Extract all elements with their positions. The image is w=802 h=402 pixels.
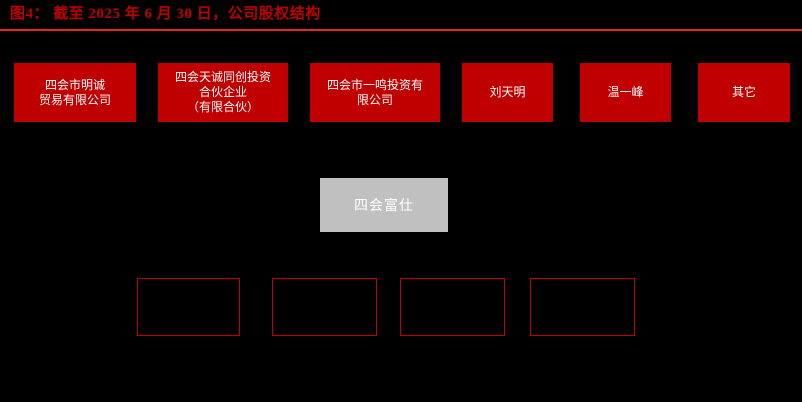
shareholder-node: 四会市明诚 贸易有限公司: [14, 63, 136, 122]
subsidiary-node: [530, 278, 635, 336]
connector-line: [324, 255, 384, 256]
node-label: 四会市明诚 贸易有限公司: [38, 77, 111, 107]
node-label: 四会富仕: [354, 197, 414, 213]
connector-line: [188, 255, 384, 256]
shareholder-node: 温一峰: [580, 63, 671, 122]
connector-line: [384, 150, 744, 151]
connector-line: [743, 122, 745, 150]
subsidiary-node: [137, 278, 240, 336]
connector-line: [188, 255, 189, 278]
shareholder-node: 其它: [698, 63, 790, 122]
company-node: 四会富仕: [320, 178, 448, 232]
shareholder-node: 四会市一鸣投资有 限公司: [310, 63, 440, 122]
page-title: 图4： 截至 2025 年 6 月 30 日，公司股权结构: [10, 6, 321, 22]
connector-line: [383, 150, 385, 178]
connector-line: [625, 122, 626, 150]
node-label: 温一峰: [607, 85, 644, 99]
node-label: 四会市一鸣投资有 限公司: [326, 77, 423, 107]
connector-line: [375, 150, 384, 151]
shareholder-node: 刘天明: [462, 63, 553, 122]
node-label: 刘天明: [489, 85, 526, 99]
node-label: 其它: [731, 85, 756, 99]
connector-line: [507, 122, 508, 150]
ownership-structure-diagram: 四会市明诚 贸易有限公司 四会天诚同创投资 合伙企业 （有限合伙） 四会市一鸣投资有…: [0, 33, 802, 402]
connector-line: [384, 255, 583, 256]
connector-line: [452, 255, 453, 278]
connector-line: [74, 122, 76, 150]
subsidiary-node: [272, 278, 377, 336]
node-label: 四会天诚同创投资 合伙企业 （有限合伙）: [174, 70, 271, 114]
connector-line: [222, 122, 224, 150]
connector-line: [374, 122, 376, 150]
connector-line: [324, 255, 325, 278]
connector-line: [582, 255, 583, 278]
title-divider: [0, 29, 802, 31]
subsidiary-node: [400, 278, 505, 336]
shareholder-node: 四会天诚同创投资 合伙企业 （有限合伙）: [158, 63, 288, 122]
connector-line: [223, 150, 384, 151]
connector-line: [383, 232, 385, 255]
